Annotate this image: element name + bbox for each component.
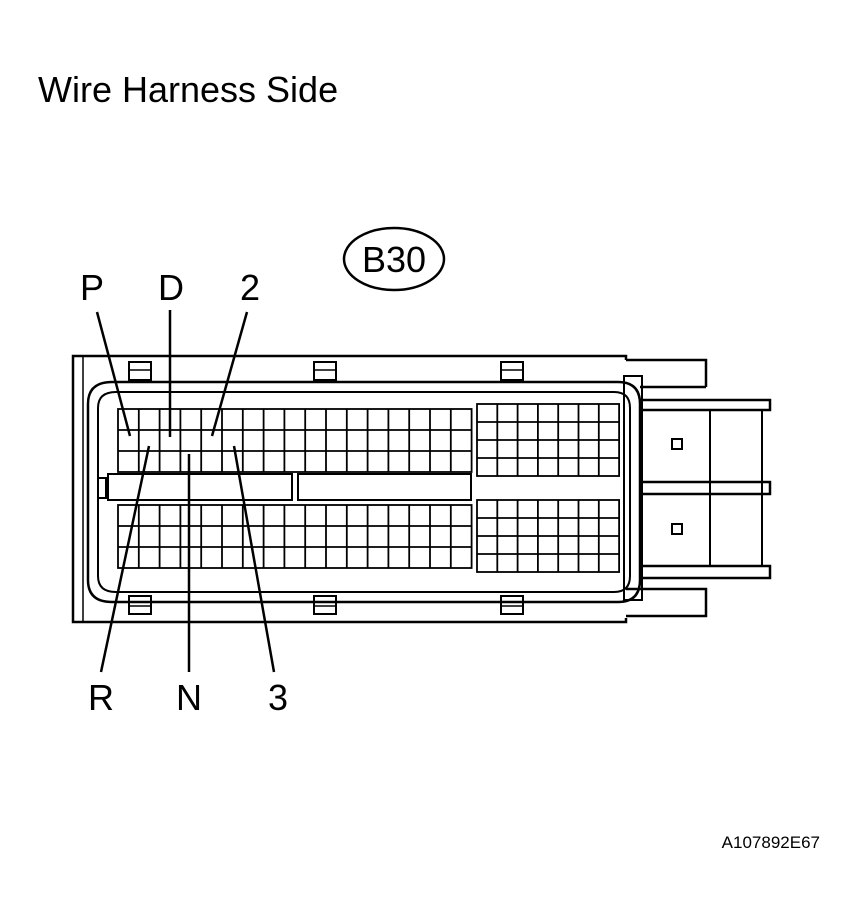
pin-label-p: P: [80, 267, 104, 308]
figure-code: A107892E67: [722, 833, 820, 852]
cavity-grid-lower-right: [476, 499, 621, 573]
connector-face: [86, 375, 643, 604]
cavity-grid: [117, 403, 621, 573]
cavity-grid-upper-left: [117, 408, 473, 473]
pin-label-3: 3: [268, 677, 288, 718]
pin-label-n: N: [176, 677, 202, 718]
cavity-grid-upper-right: [476, 403, 621, 477]
cavity-grid-lower-left: [117, 504, 473, 569]
separator-bar-left: [107, 473, 293, 501]
separator-bar-right: [297, 473, 472, 501]
leader-lines: [95, 310, 276, 673]
pin-label-2: 2: [240, 267, 260, 308]
connector-id-oval: [342, 226, 446, 292]
pin-label-d: D: [158, 267, 184, 308]
connector-housing: [71, 354, 772, 624]
pin-label-r: R: [88, 677, 114, 718]
diagram-title: Wire Harness Side: [38, 69, 339, 110]
connector-id-label: B30: [362, 239, 426, 280]
